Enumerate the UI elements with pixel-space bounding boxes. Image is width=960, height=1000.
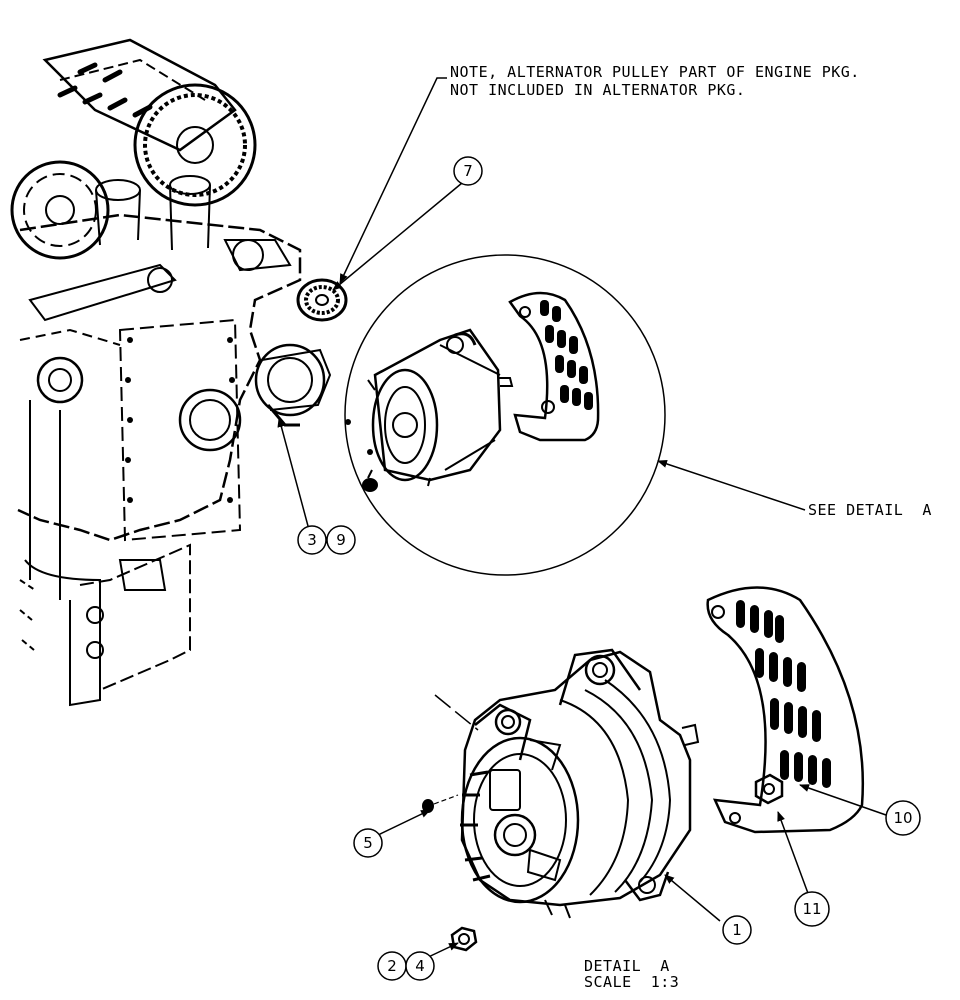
svg-text:9: 9: [336, 531, 346, 549]
alternator-pulley: [296, 278, 348, 322]
svg-text:3: 3: [307, 531, 317, 549]
detail-title: DETAIL A: [584, 957, 670, 975]
detail-scale: SCALE 1:3: [584, 973, 680, 991]
leader-lines: [277, 77, 887, 961]
shield-small-view: [508, 291, 600, 442]
washer-part: [422, 794, 459, 813]
svg-text:5: 5: [363, 834, 373, 852]
balloon-3: 3: [297, 525, 327, 555]
shield-detail-view: [706, 586, 864, 834]
detail-callout-circle: [344, 254, 666, 576]
see-detail-label: SEE DETAIL A: [808, 501, 932, 519]
svg-text:7: 7: [463, 162, 473, 180]
engine-illustration: [10, 38, 302, 707]
balloon-7: 7: [453, 156, 483, 186]
balloon-10: 10: [885, 800, 921, 836]
balloon-1: 1: [722, 915, 752, 945]
balloon-2: 2: [377, 951, 407, 981]
svg-text:4: 4: [415, 957, 425, 975]
balloon-5: 5: [353, 828, 383, 858]
nut-part: [450, 926, 478, 952]
balloon-9: 9: [326, 525, 356, 555]
pulley-note-line-1: NOTE, ALTERNATOR PULLEY PART OF ENGINE P…: [450, 63, 860, 81]
alternator-small-view: [345, 328, 514, 492]
svg-text:2: 2: [387, 957, 397, 975]
svg-text:10: 10: [893, 809, 912, 827]
svg-text:11: 11: [802, 900, 821, 918]
svg-text:1: 1: [732, 921, 742, 939]
balloon-11: 11: [794, 891, 830, 927]
alternator-detail-view: [434, 648, 700, 919]
engine-mounted-alternator: [254, 343, 332, 427]
pulley-note-line-2: NOT INCLUDED IN ALTERNATOR PKG.: [450, 81, 746, 99]
balloon-4: 4: [405, 951, 435, 981]
